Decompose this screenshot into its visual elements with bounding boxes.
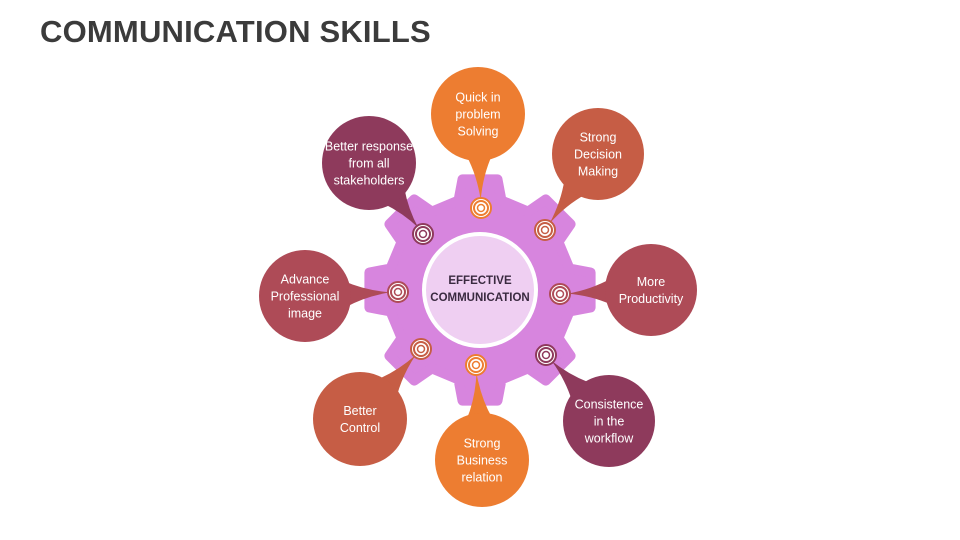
label-better-response-stakeholders-line-1: Better response — [325, 140, 413, 154]
target-marker-better-response-stakeholders — [412, 223, 434, 245]
bubble-quick-problem-solving — [431, 67, 525, 161]
target-marker-quick-problem-solving — [470, 197, 492, 219]
page-title: COMMUNICATION SKILLS — [40, 14, 431, 49]
label-quick-problem-solving-line-1: Quick in — [455, 91, 500, 105]
target-marker-strong-business-relation — [465, 354, 487, 376]
target-marker-more-productivity — [549, 283, 571, 305]
target-markers — [387, 197, 571, 376]
label-advance-professional-image-line-3: image — [288, 307, 322, 321]
bubble-advance-professional-image — [259, 250, 351, 342]
label-better-control-line-2: Control — [340, 421, 380, 435]
label-strong-business-relation-line-2: Business — [457, 454, 508, 468]
label-strong-decision-making-line-1: Strong — [580, 131, 617, 145]
center-label-line-1: EFFECTIVE — [448, 275, 512, 287]
bubble-consistence-workflow — [563, 375, 655, 467]
label-more-productivity-line-2: Productivity — [619, 292, 684, 306]
label-better-response-stakeholders-line-2: from all — [349, 157, 390, 171]
label-quick-problem-solving-line-2: problem — [455, 108, 500, 122]
center-circle — [426, 236, 534, 344]
callout-tail-advance-professional-image — [344, 281, 390, 308]
target-marker-advance-professional-image — [387, 281, 409, 303]
label-strong-decision-making-line-2: Decision — [574, 148, 622, 162]
center-label-line-2: COMMUNICATION — [430, 292, 529, 304]
bubble-more-productivity — [605, 244, 697, 336]
label-strong-business-relation-line-1: Strong — [464, 437, 501, 451]
label-more-productivity-line-1: More — [637, 275, 666, 289]
target-marker-strong-decision-making — [534, 219, 556, 241]
bubble-better-response-stakeholders — [322, 116, 416, 210]
target-marker-consistence-workflow — [535, 344, 557, 366]
bubble-strong-decision-making — [552, 108, 644, 200]
label-consistence-workflow-line-2: in the — [594, 415, 625, 429]
bubble-strong-business-relation — [435, 413, 529, 507]
target-marker-better-control — [410, 338, 432, 360]
label-consistence-workflow-line-3: workflow — [584, 432, 635, 446]
label-consistence-workflow-line-1: Consistence — [575, 398, 644, 412]
bubble-better-control — [313, 372, 407, 466]
label-advance-professional-image-line-2: Professional — [271, 290, 340, 304]
label-advance-professional-image-line-1: Advance — [281, 273, 330, 287]
label-better-control-line-1: Better — [343, 404, 376, 418]
callout-tail-more-productivity — [568, 278, 612, 305]
label-strong-business-relation-line-3: relation — [462, 471, 503, 485]
label-better-response-stakeholders-line-3: stakeholders — [334, 174, 405, 188]
callout-tail-strong-business-relation — [466, 373, 493, 420]
label-strong-decision-making-line-3: Making — [578, 165, 618, 179]
callout-tail-quick-problem-solving — [466, 154, 493, 200]
label-quick-problem-solving-line-3: Solving — [458, 125, 499, 139]
